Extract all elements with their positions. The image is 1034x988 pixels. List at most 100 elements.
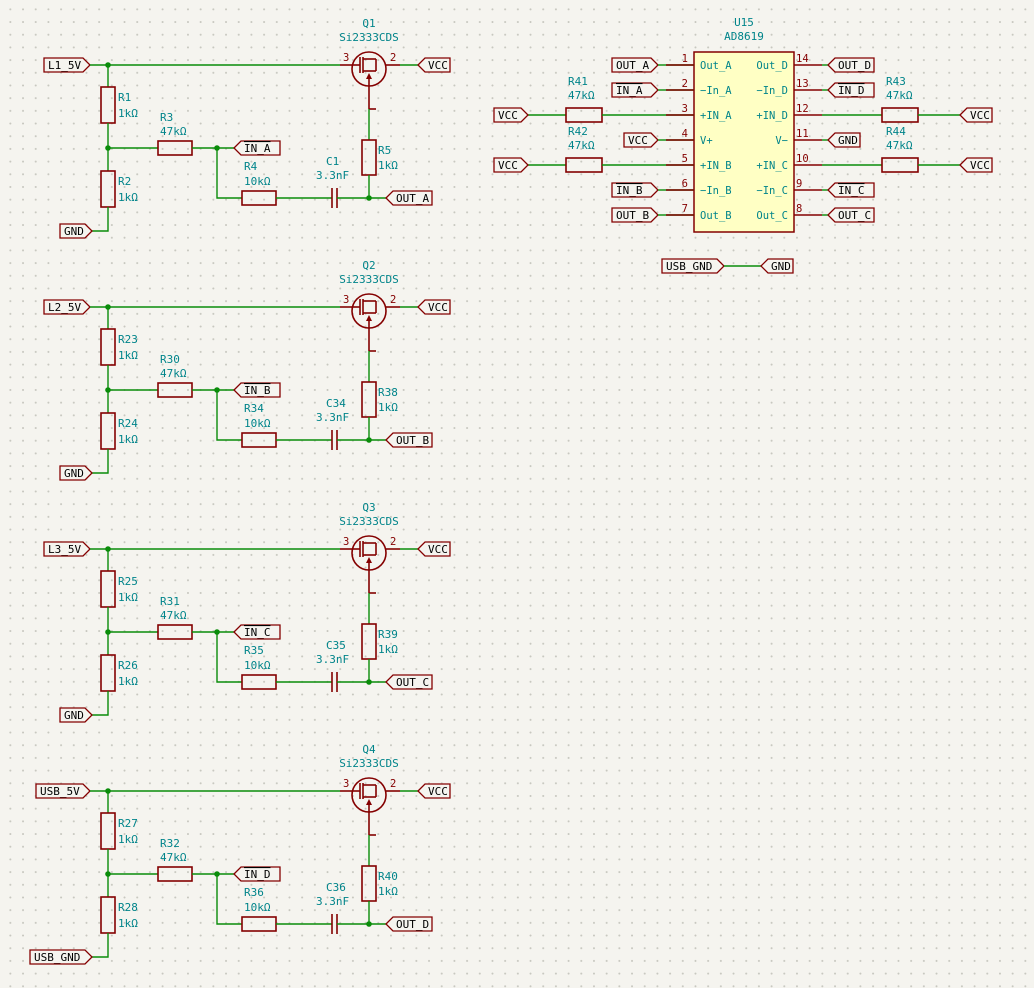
ref-designator: R43 [886,75,906,88]
ic-net-label[interactable] [827,207,875,223]
output-net-label-text: OUT_B [396,434,429,447]
output-net-label[interactable] [385,916,433,932]
resistor-R1[interactable] [100,86,116,124]
resistor-R41[interactable] [565,107,603,123]
pin-number: 3 [343,778,349,790]
ic-net-label[interactable] [827,132,861,148]
ic-net-label[interactable] [611,207,659,223]
output-net-label[interactable] [385,674,433,690]
inverting-input-label[interactable] [233,866,281,882]
resistor-R23[interactable] [100,328,116,366]
source-net-label[interactable] [43,57,91,73]
component-value: 47kΩ [160,851,187,864]
ic-net-label[interactable] [827,82,875,98]
component-value: 1kΩ [118,833,138,846]
resistor-R25[interactable] [100,570,116,608]
output-net-label[interactable] [385,190,433,206]
usb-gnd-label[interactable] [661,258,725,274]
wire [216,390,242,441]
wire [92,449,109,474]
inverting-input-label-text: IN_D [244,868,271,881]
ground-net-label[interactable] [59,223,93,239]
component-value: 47kΩ [160,367,187,380]
resistor-R39[interactable] [361,623,377,660]
pin-number: 2 [390,536,396,548]
vcc-net-label-text: VCC [498,159,518,172]
pin-name: Out_C [756,210,788,222]
ref-designator: R30 [160,353,180,366]
vcc-net-label[interactable] [417,299,451,315]
resistor-R3[interactable] [157,140,193,156]
resistor-R4[interactable] [241,190,277,206]
wire [216,874,242,925]
resistor-R26[interactable] [100,654,116,692]
vcc-net-label[interactable] [417,783,451,799]
ic-body-U15[interactable] [693,51,795,233]
pin-number: 2 [390,52,396,64]
ground-net-label[interactable] [59,465,93,481]
resistor-R28[interactable] [100,896,116,934]
inverting-input-label-text: IN_B [244,384,271,397]
source-net-label[interactable] [43,299,91,315]
component-value: 1kΩ [378,401,398,414]
ground-net-label[interactable] [29,949,93,965]
vcc-net-label[interactable] [959,107,993,123]
ic-net-label[interactable] [611,182,659,198]
ref-designator: C34 [326,397,346,410]
ic-net-label-text: VCC [628,134,648,147]
output-net-label[interactable] [385,432,433,448]
pin-number: 2 [390,778,396,790]
ref-designator: R32 [160,837,180,850]
source-net-label[interactable] [43,541,91,557]
resistor-R24[interactable] [100,412,116,450]
inverting-input-label[interactable] [233,624,281,640]
resistor-R34[interactable] [241,432,277,448]
resistor-R44[interactable] [881,157,919,173]
source-net-label[interactable] [35,783,91,799]
vcc-net-label[interactable] [417,57,451,73]
vcc-net-label[interactable] [493,107,529,123]
resistor-R27[interactable] [100,812,116,850]
ref-designator: R28 [118,901,138,914]
ref-designator: R40 [378,870,398,883]
ref-designator: R44 [886,125,906,138]
mosfet-arrow [366,315,372,321]
resistor-R5[interactable] [361,139,377,176]
resistor-R40[interactable] [361,865,377,902]
ref-designator: R3 [160,111,173,124]
ic-net-label[interactable] [827,57,875,73]
ref-designator: R23 [118,333,138,346]
component-value: 47kΩ [568,89,595,102]
vcc-net-label-text: VCC [970,159,990,172]
pin-name: −In_A [700,85,732,97]
resistor-R42[interactable] [565,157,603,173]
pin-number: 2 [682,78,688,90]
resistor-R43[interactable] [881,107,919,123]
inverting-input-label[interactable] [233,140,281,156]
resistor-R35[interactable] [241,674,277,690]
resistor-R38[interactable] [361,381,377,418]
ic-net-label[interactable] [623,132,659,148]
component-value: 47kΩ [160,125,187,138]
ground-net-label[interactable] [59,707,93,723]
resistor-R2[interactable] [100,170,116,208]
vcc-net-label[interactable] [493,157,529,173]
resistor-R31[interactable] [157,624,193,640]
vcc-net-label[interactable] [417,541,451,557]
resistor-R30[interactable] [157,382,193,398]
ref-designator: Q2 [362,259,375,272]
inverting-input-label[interactable] [233,382,281,398]
ic-net-label[interactable] [611,82,659,98]
ic-net-label[interactable] [611,57,659,73]
source-net-label-text: L3_5V [48,543,81,556]
vcc-net-label[interactable] [959,157,993,173]
resistor-R32[interactable] [157,866,193,882]
gnd-label[interactable] [760,258,794,274]
inverting-input-label-text: IN_C [244,626,271,639]
pin-number: 9 [796,178,802,190]
resistor-R36[interactable] [241,916,277,932]
ic-net-label[interactable] [827,182,875,198]
wire [92,691,109,716]
component-value: 1kΩ [118,917,138,930]
pin-name: +IN_A [700,110,732,122]
